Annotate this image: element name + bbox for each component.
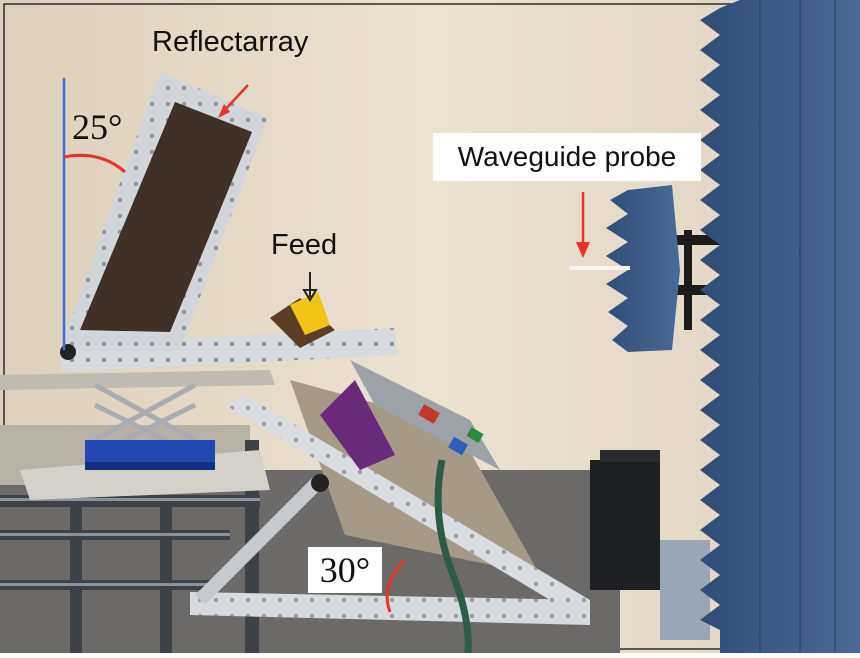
reflectarray-arrow-icon bbox=[218, 84, 249, 118]
reflectarray-label: Reflectarray bbox=[152, 26, 309, 58]
extrusion-highlights bbox=[0, 498, 260, 586]
small-absorber bbox=[660, 540, 710, 640]
support-strut bbox=[195, 475, 325, 605]
feed-horn-yellow bbox=[290, 292, 330, 335]
feed-tilt-angle: 30° bbox=[308, 547, 382, 593]
feed-label: Feed bbox=[271, 229, 338, 261]
strut-knob bbox=[311, 474, 329, 492]
angle-arc-30 bbox=[385, 558, 407, 613]
green-cable bbox=[434, 459, 472, 654]
angle-arc-25 bbox=[63, 153, 126, 174]
waveguide-red-part bbox=[418, 404, 440, 424]
reflectarray-panel bbox=[80, 102, 252, 332]
jack-base-shadow bbox=[85, 462, 215, 470]
probe-arm-vertical bbox=[684, 230, 692, 330]
black-box-1 bbox=[590, 460, 660, 590]
probe-absorber bbox=[606, 185, 680, 352]
inclined-bar-left-holes bbox=[225, 395, 590, 615]
black-box-2 bbox=[600, 450, 660, 462]
reflectarray-tilt-angle: 25° bbox=[72, 107, 123, 147]
feed-arrow-icon bbox=[302, 272, 318, 302]
waveguide-blue-part bbox=[448, 436, 468, 456]
waveguide-probe-label: Waveguide probe bbox=[433, 133, 701, 181]
absorber-wall-shading bbox=[759, 0, 836, 653]
absorber-wall bbox=[700, 0, 860, 653]
table-top bbox=[0, 370, 275, 390]
reflectarray-panel-texture bbox=[80, 102, 252, 332]
purple-bracket bbox=[320, 380, 395, 470]
probe-arrow-icon bbox=[576, 192, 590, 258]
mount-knob bbox=[60, 344, 76, 360]
waveguide-green-part bbox=[466, 427, 484, 443]
